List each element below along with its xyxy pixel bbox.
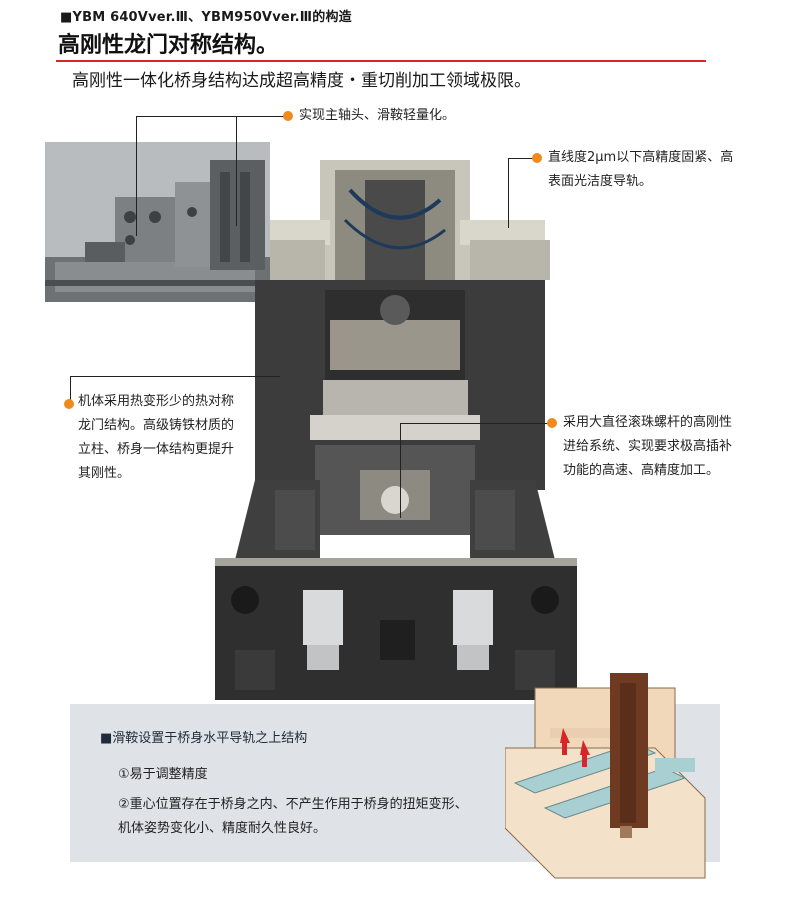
callout-ballscrew-line1: 采用大直径滚珠螺杆的高刚性 xyxy=(563,415,733,430)
title-underline xyxy=(56,60,706,62)
leader-light-slide-h xyxy=(136,116,285,117)
callout-guide-line2: 表面光洁度导轨。 xyxy=(548,174,653,189)
leader-ballscrew-v xyxy=(400,423,401,518)
leader-frame-h xyxy=(70,376,280,377)
slide-box-title: ■滑鞍设置于桥身水平导轨之上结构 xyxy=(100,731,308,746)
slide-structure-diagram xyxy=(505,673,706,879)
leader-light-slide-v2 xyxy=(236,116,237,226)
callout-frame-line1: 机体采用热变形少的热对称 xyxy=(78,394,235,409)
slide-item-3: 机体姿势变化小、精度耐久性良好。 xyxy=(118,821,327,836)
callout-light-slide: 实现主轴头、滑鞍轻量化。 xyxy=(299,108,456,123)
callout-dot-guide xyxy=(532,153,542,163)
callout-ballscrew-line3: 功能的高速、高精度加工。 xyxy=(563,463,720,478)
callout-frame: 机体采用热变形少的热对称 龙门结构。高级铸铁材质的 立柱、桥身一体结构更提升 其… xyxy=(78,390,234,486)
leader-ballscrew-h xyxy=(400,423,548,424)
series-heading: ■YBM 640Vver.Ⅲ、YBM950Vver.Ⅲ的构造 xyxy=(60,10,352,25)
callout-guide: 直线度2μm以下高精度固紧、高 表面光洁度导轨。 xyxy=(548,146,733,194)
page-subtitle: 高刚性一体化桥身结构达成超高精度・重切削加工领域极限。 xyxy=(72,71,531,91)
callout-frame-line4: 其刚性。 xyxy=(78,466,131,481)
callout-dot-frame xyxy=(64,399,74,409)
slide-item-2: ②重心位置存在于桥身之内、不产生作用于桥身的扭矩变形、 xyxy=(118,797,468,812)
callout-dot-light-slide xyxy=(283,111,293,121)
leader-light-slide-v1 xyxy=(136,116,137,236)
leader-guide-v xyxy=(508,158,509,228)
leader-guide-h xyxy=(508,158,534,159)
callout-ballscrew-line2: 进给系统、实现要求极高插补 xyxy=(563,439,733,454)
leader-frame-v xyxy=(70,376,71,406)
callout-dot-ballscrew xyxy=(547,418,557,428)
callout-frame-line2: 龙门结构。高级铸铁材质的 xyxy=(78,418,235,433)
page-title: 高刚性龙门对称结构。 xyxy=(58,33,279,58)
slide-item-1: ①易于调整精度 xyxy=(118,767,208,782)
callout-frame-line3: 立柱、桥身一体结构更提升 xyxy=(78,442,235,457)
machine-photo xyxy=(215,160,577,700)
callout-guide-line1: 直线度2μm以下高精度固紧、高 xyxy=(548,150,734,165)
casting-inset-photo xyxy=(45,142,270,302)
callout-ballscrew: 采用大直径滚珠螺杆的高刚性 进给系统、实现要求极高插补 功能的高速、高精度加工。 xyxy=(563,411,732,483)
